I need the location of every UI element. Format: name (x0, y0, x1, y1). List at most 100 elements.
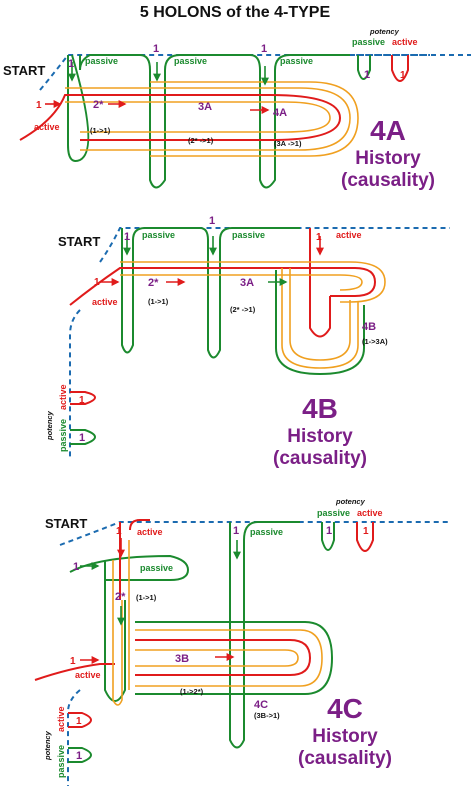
potency-num: 1 (76, 716, 82, 727)
u-band-1 (135, 629, 323, 687)
history-label: History (312, 726, 378, 747)
passive-label: passive (140, 563, 173, 573)
active-label: active (75, 670, 101, 680)
holon-4a: 4A (273, 107, 287, 119)
passive-loop-1 (67, 54, 350, 189)
transition-1: (1->1) (136, 593, 157, 602)
passive-label: passive (232, 230, 265, 240)
potency-line (39, 54, 430, 91)
transition-1: (1->1) (148, 297, 169, 306)
potency-label: potency (45, 410, 54, 441)
potency-num: 1 (326, 525, 332, 537)
active-line (19, 94, 342, 141)
u-red (135, 639, 312, 676)
transition-1: (1->1) (90, 126, 111, 135)
history-label: History (355, 148, 421, 169)
passive-label: passive (174, 56, 207, 66)
num-1: 1 (153, 43, 159, 55)
potency-line-down (67, 689, 81, 786)
potency-label: potency (369, 27, 400, 36)
potency-num: 1 (76, 750, 82, 762)
potency-passive: passive (58, 419, 68, 452)
num-1: 1 (68, 58, 74, 70)
num-1-active: 1 (70, 656, 76, 667)
holon-2star: 2* (115, 591, 126, 603)
u-green (135, 621, 334, 695)
history-label: History (287, 426, 353, 447)
potency-num-active: 1 (363, 526, 369, 537)
start-label: START (58, 234, 100, 249)
band-1 (65, 87, 351, 151)
passive-label: passive (250, 527, 283, 537)
panel-4b: START 1 1 1 1 passive passive active act… (45, 215, 450, 469)
holon-id-4a: 4A (370, 115, 406, 146)
transition-2: (1->2*) (180, 687, 204, 696)
holon-id-4b: 4B (302, 393, 338, 424)
num-1: 1 (261, 43, 267, 55)
transition-3: (3B->1) (254, 711, 280, 720)
band-col-1 (112, 560, 123, 706)
band-u1 (289, 268, 351, 361)
transition-3: (1->3A) (362, 337, 388, 346)
num-1: 1 (124, 231, 130, 243)
start-label: START (3, 63, 45, 78)
potency-label: potency (43, 730, 52, 761)
panel-4c: START 1 1 1 1 passive passive active act… (34, 497, 450, 786)
potency-num: 1 (79, 432, 85, 444)
potency-active: active (357, 508, 383, 518)
potency-active-loop-left (68, 712, 92, 728)
potency-label: potency (335, 497, 366, 506)
passive-loops (121, 227, 300, 359)
transition-2: (2* ->1) (230, 305, 256, 314)
potency-line (99, 227, 450, 263)
holon-3a: 3A (198, 101, 212, 113)
diagram-title: 5 HOLONS of the 4-TYPE (140, 4, 331, 21)
causality-label: (causality) (341, 170, 435, 191)
causality-label: (causality) (298, 748, 392, 769)
u-band-2 (135, 649, 299, 667)
potency-passive-loop (70, 429, 96, 445)
potency-active-loop (356, 522, 374, 552)
active-label: active (137, 527, 163, 537)
potency-active: active (58, 384, 68, 410)
passive-label: passive (85, 56, 118, 66)
transition-2: (2* ->1) (188, 136, 214, 145)
potency-line-down (69, 309, 81, 460)
holon-2star: 2* (93, 99, 104, 111)
potency-passive-loop-left (68, 747, 92, 763)
band-u-green (275, 270, 365, 376)
holon-2star: 2* (148, 277, 159, 289)
active-label: active (92, 297, 118, 307)
panel-4a: START 1 1 1 1 passive passive passive ac… (3, 27, 471, 191)
band-1 (120, 261, 386, 303)
potency-active: active (56, 706, 66, 732)
active-drop (309, 228, 331, 338)
potency-num-active: 1 (400, 70, 406, 81)
potency-passive-loop (357, 55, 371, 80)
potency-num: 1 (79, 395, 85, 406)
num-1: 1 (316, 232, 322, 243)
num-1: 1 (116, 526, 122, 537)
holon-3b: 3B (175, 653, 189, 665)
num-1-active: 1 (94, 277, 100, 288)
active-label: active (336, 230, 362, 240)
potency-active: active (392, 37, 418, 47)
active-label: active (34, 122, 60, 132)
potency-active-loop (70, 391, 96, 405)
causality-label: (causality) (273, 448, 367, 469)
band-2 (120, 274, 363, 291)
band-u2 (281, 268, 359, 369)
holon-3a: 3A (240, 277, 254, 289)
band-2 (65, 101, 331, 133)
transition-3: (3A ->1) (274, 139, 302, 148)
holon-4b: 4B (362, 321, 376, 333)
active-line (69, 267, 377, 306)
passive-label: passive (280, 56, 313, 66)
active-line (34, 663, 115, 681)
potency-passive: passive (317, 508, 350, 518)
potency-passive: passive (352, 37, 385, 47)
band-3 (150, 81, 359, 157)
passive-loop-top (69, 554, 190, 581)
potency-num: 1 (364, 69, 370, 81)
